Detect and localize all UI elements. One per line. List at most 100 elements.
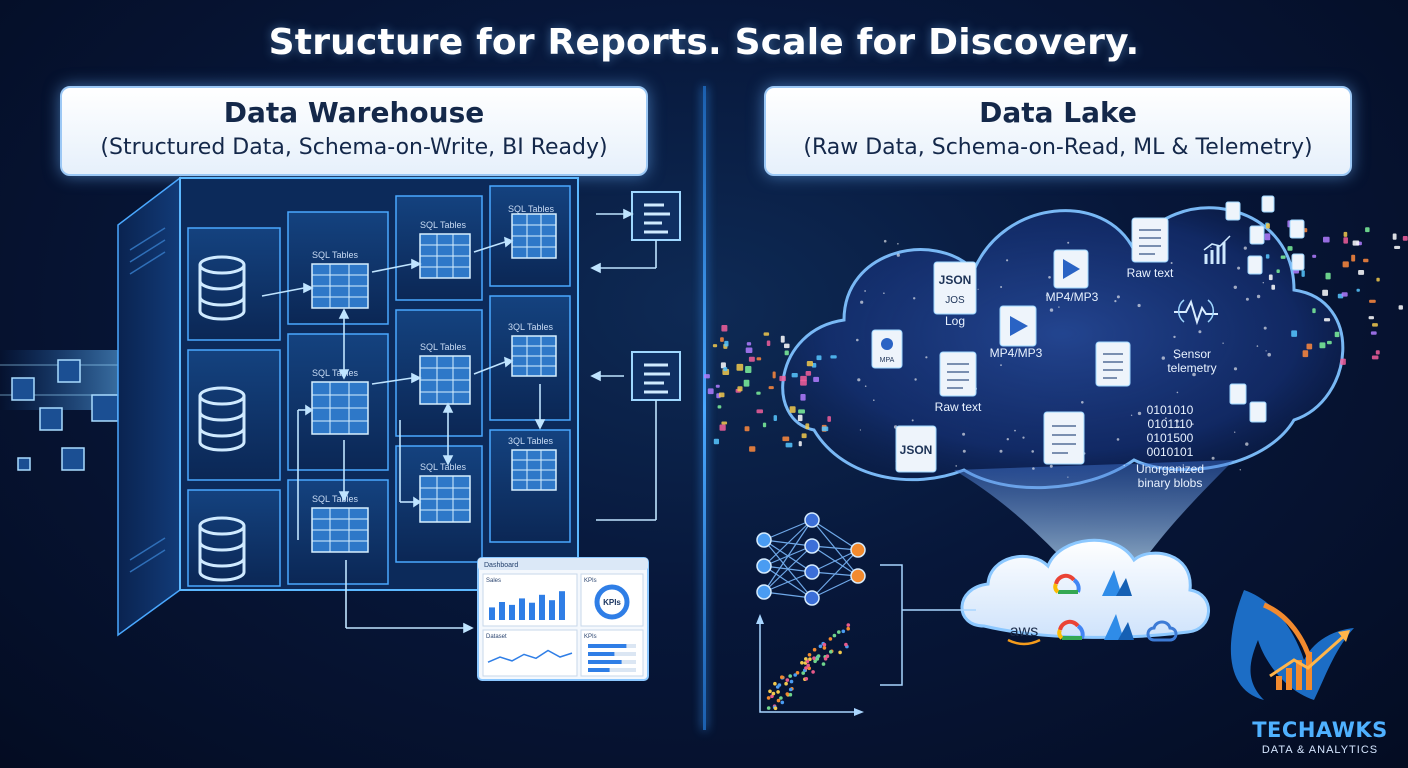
headline: Structure for Reports. Scale for Discove… (268, 22, 1140, 63)
sparkle (1170, 262, 1173, 264)
dashboard-list-bar (588, 644, 627, 648)
data-particle (1266, 223, 1270, 229)
sparkle (1198, 330, 1202, 334)
data-particle (772, 371, 776, 379)
scatter-point (823, 657, 828, 661)
data-particle (1375, 350, 1380, 355)
scatter-point (822, 646, 827, 650)
scatter-point (773, 681, 777, 686)
data-particle (1302, 350, 1309, 358)
sparkle (883, 239, 887, 243)
data-particle (797, 414, 803, 422)
sparkle (1265, 350, 1267, 352)
sparkle (1000, 364, 1002, 366)
jos-label: JOS (945, 295, 965, 306)
sparkle (1116, 438, 1120, 441)
sparkle (1165, 417, 1167, 420)
data-particle (1369, 299, 1376, 303)
sparkle (1256, 345, 1259, 347)
scatter-point (812, 647, 817, 652)
data-particle (816, 355, 822, 361)
data-particle (1323, 236, 1330, 243)
data-particle (1343, 237, 1348, 244)
data-particle (1371, 355, 1379, 360)
data-particle (1301, 270, 1305, 277)
scatter-point (766, 696, 771, 700)
sql-table-icons: SQL Tables SQL Tables SQL Tables SQL Tab… (311, 204, 557, 553)
data-cubes (11, 359, 119, 471)
raw-text-label-right: Raw text (1127, 266, 1174, 280)
flow-arrows (261, 236, 546, 634)
warehouse-subtitle: (Structured Data, Schema-on-Write, BI Re… (100, 135, 608, 160)
data-particle (827, 416, 831, 422)
data-particle (1327, 340, 1332, 345)
data-particle (1394, 245, 1401, 249)
scatter-point (815, 657, 820, 661)
sql-table: SQL Tables (508, 204, 557, 259)
nn-edge (763, 571, 813, 593)
database-icon (198, 516, 246, 582)
scatter-point (788, 674, 792, 678)
nn-node (756, 558, 772, 574)
data-particle (782, 436, 790, 442)
sparkle (873, 399, 875, 402)
data-particle (1271, 284, 1276, 290)
data-particle (1372, 323, 1378, 327)
sparkle (1176, 391, 1179, 394)
binary-blobs-label: binary blobs (1138, 476, 1203, 490)
sparkle (883, 292, 885, 295)
scattered-file-icons (1225, 195, 1305, 423)
unorganized-text: Unorganized (1136, 462, 1204, 476)
scatter-point (821, 662, 826, 666)
nn-node (756, 584, 772, 600)
data-particle (749, 446, 756, 452)
sparkle (1237, 266, 1241, 270)
sparkle (1123, 464, 1125, 467)
scatter-point (776, 698, 781, 703)
data-particle (762, 422, 767, 428)
nn-edge (763, 519, 813, 567)
sparkle (1130, 414, 1133, 416)
data-particle (789, 406, 796, 413)
mpa-file-icon: MPA (871, 329, 903, 369)
scatter-point (793, 673, 797, 677)
sql-table-label: SQL Tables (420, 462, 467, 472)
data-particle (1287, 246, 1293, 251)
scatter-point (801, 671, 805, 675)
binary-text: 0101010 0101110 0101500 0010101 (1147, 403, 1194, 459)
database-icon (198, 255, 246, 321)
scatter-point (788, 687, 793, 692)
sparkle (864, 385, 867, 388)
center-divider (703, 86, 706, 730)
sparkle (1137, 303, 1141, 308)
scatter-point (804, 677, 809, 681)
sparkle (1233, 285, 1237, 289)
data-particle (1352, 240, 1360, 246)
nn-node (804, 590, 820, 606)
scatter-point (770, 694, 774, 699)
data-particle (766, 340, 771, 347)
sparkle (1114, 300, 1117, 303)
data-particle (743, 379, 750, 387)
sparkle (1176, 419, 1179, 423)
data-particle (784, 350, 789, 356)
sql-table-label: 3QL Tables (508, 436, 554, 446)
data-particle (724, 340, 729, 347)
scatter-point (780, 675, 784, 679)
warehouse-title: Data Warehouse (223, 96, 485, 129)
brand-tagline: DATA & ANALYTICS (1261, 744, 1379, 756)
sparkle (1049, 464, 1053, 468)
sparkle (1058, 306, 1060, 308)
scatter-point (771, 691, 776, 696)
sparkle (1211, 456, 1215, 460)
scatter-point (766, 706, 771, 710)
video-file-icon (1053, 249, 1089, 289)
sql-table: SQL Tables (311, 368, 369, 435)
data-particle (1358, 270, 1365, 275)
sparkle (1233, 367, 1238, 371)
sparkle (1032, 467, 1035, 470)
nn-edge (763, 519, 813, 541)
raw-text-file-icon (939, 351, 977, 397)
warehouse-title-box: Data Warehouse (Structured Data, Schema-… (60, 86, 648, 176)
data-particle (1368, 316, 1374, 320)
